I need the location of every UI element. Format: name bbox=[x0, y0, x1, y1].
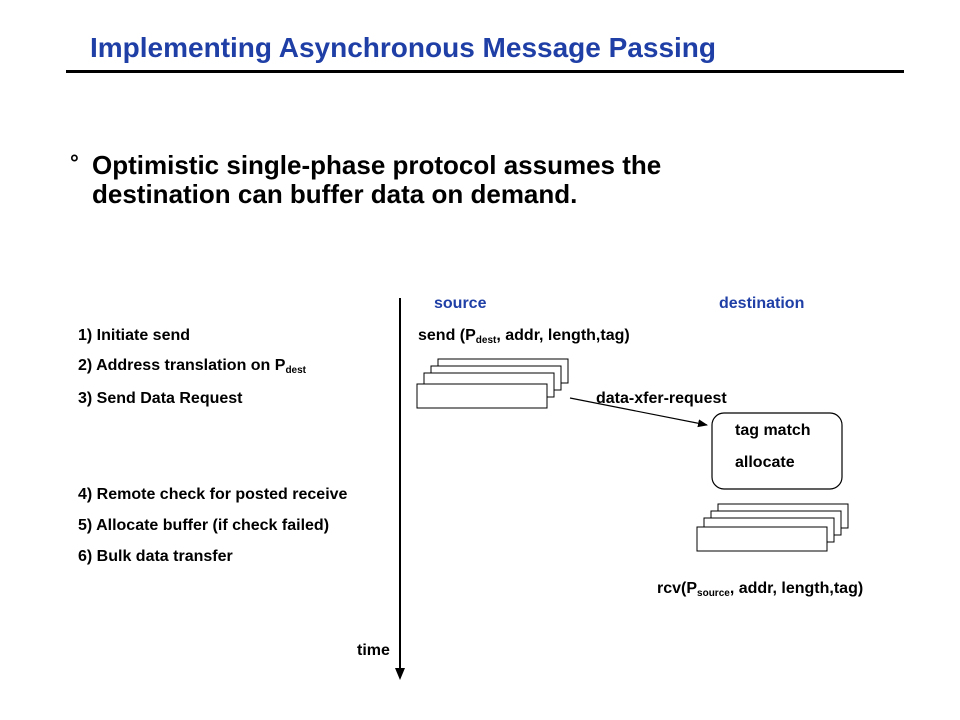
step-label-5: 5) Allocate buffer (if check failed) bbox=[78, 517, 330, 534]
rcv-call-label: rcv(Psource, addr, length,tag) bbox=[657, 580, 864, 599]
step-label-2: 2) Address translation on Pdest bbox=[78, 357, 307, 376]
bullet-text-line-2: destination can buffer data on demand. bbox=[92, 179, 578, 209]
destination-column-label: destination bbox=[719, 295, 805, 312]
request-label: data-xfer-request bbox=[596, 390, 727, 407]
tag-match-text: tag match bbox=[735, 422, 811, 439]
step-label-1: 1) Initiate send bbox=[78, 327, 191, 344]
source-column-label: source bbox=[434, 295, 487, 312]
allocate-text: allocate bbox=[735, 454, 795, 471]
page-title: Implementing Asynchronous Message Passin… bbox=[90, 32, 717, 63]
time-axis-label: time bbox=[357, 642, 390, 659]
send-call-label: send (Pdest, addr, length,tag) bbox=[418, 327, 630, 346]
step-label-3: 3) Send Data Request bbox=[78, 390, 243, 407]
step-label-4: 4) Remote check for posted receive bbox=[78, 486, 348, 503]
tag-match-box bbox=[711, 412, 843, 490]
time-axis-arrowhead bbox=[395, 668, 405, 680]
source-packet-stack bbox=[416, 358, 569, 409]
request-arrow bbox=[569, 397, 708, 428]
destination-packet-stack bbox=[696, 503, 849, 552]
bullet-text-line-1: Optimistic single-phase protocol assumes… bbox=[92, 150, 662, 180]
bullet-marker: ° bbox=[70, 150, 79, 175]
step-label-6: 6) Bulk data transfer bbox=[78, 548, 233, 565]
step-2-subscript: dest bbox=[285, 365, 307, 376]
title-underline bbox=[66, 70, 904, 73]
